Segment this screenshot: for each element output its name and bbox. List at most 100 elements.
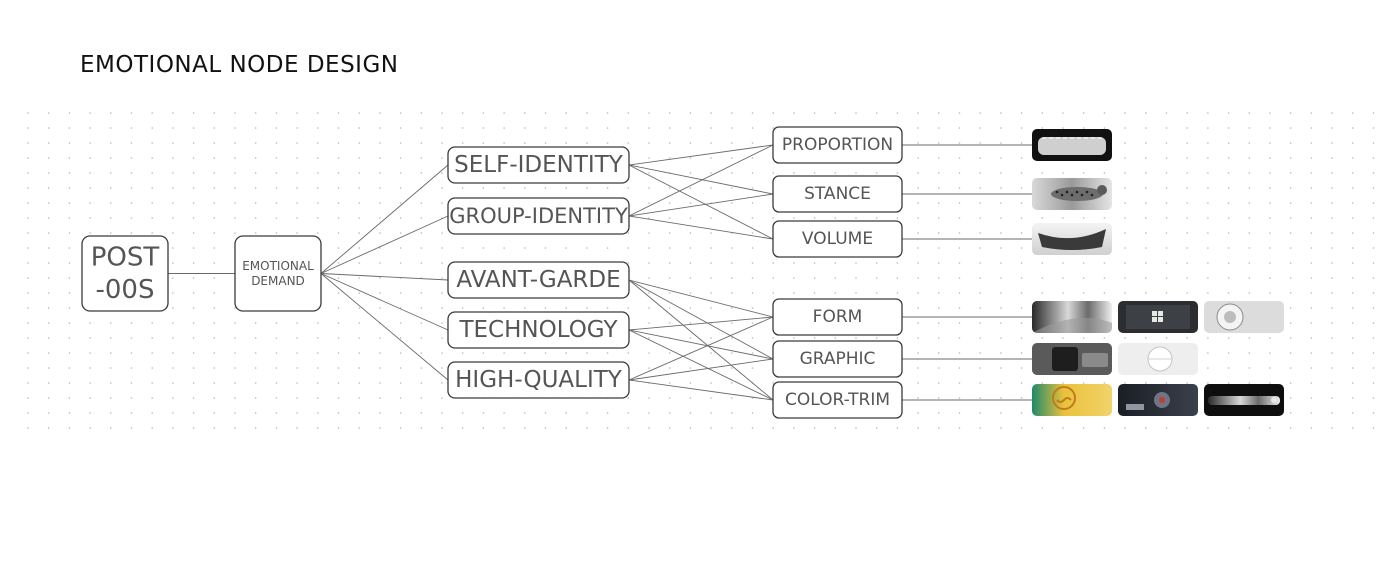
- grid-dot: [1041, 262, 1044, 264]
- grid-dot: [1186, 112, 1188, 114]
- grid-dot: [751, 232, 754, 234]
- grid-dot: [793, 172, 795, 174]
- grid-dot: [296, 142, 298, 144]
- grid-dot: [710, 247, 712, 249]
- reference-thumbnails: [1032, 129, 1284, 416]
- grid-dot: [544, 352, 547, 354]
- grid-dot: [379, 397, 381, 399]
- grid-dot: [710, 217, 712, 219]
- grid-dot: [213, 337, 216, 339]
- grid-dot: [358, 142, 361, 144]
- grid-dot: [68, 397, 71, 399]
- grid-dot: [1124, 217, 1126, 219]
- grid-dot: [89, 397, 91, 399]
- grid-dot: [213, 187, 216, 189]
- grid-dot: [1310, 427, 1313, 429]
- grid-dot: [544, 247, 547, 249]
- node-box: [772, 126, 903, 164]
- grid-dot: [710, 157, 712, 159]
- grid-dot: [938, 157, 940, 159]
- grid-dot: [1186, 277, 1188, 279]
- grid-dot: [793, 262, 795, 264]
- grid-dot: [1248, 277, 1251, 279]
- grid-dot: [358, 232, 361, 234]
- grid-dot: [399, 112, 402, 114]
- grid-dot: [648, 247, 650, 249]
- grid-dot: [1310, 292, 1313, 294]
- grid-dot: [89, 172, 91, 174]
- node-box: [447, 197, 630, 235]
- grid-dot: [606, 112, 609, 114]
- grid-dot: [254, 382, 257, 384]
- grid-dot: [565, 127, 567, 129]
- grid-dot: [27, 157, 29, 159]
- grid-dot: [317, 217, 319, 219]
- grid-dot: [68, 382, 71, 384]
- grid-dot: [1165, 292, 1168, 294]
- grid-dot: [379, 412, 381, 414]
- grid-dot: [751, 352, 754, 354]
- grid-dot: [296, 157, 298, 159]
- grid-dot: [627, 262, 630, 264]
- grid-dot: [1331, 322, 1333, 324]
- grid-dot: [1289, 307, 1292, 309]
- grid-dot: [1041, 127, 1044, 129]
- grid-dot: [689, 157, 692, 159]
- grid-dot: [1020, 202, 1023, 204]
- grid-dot: [172, 322, 174, 324]
- grid-dot: [192, 187, 195, 189]
- grid-dot: [731, 322, 733, 324]
- grid-dot: [275, 322, 278, 324]
- grid-dot: [979, 172, 981, 174]
- grid-dot: [399, 337, 402, 339]
- node-box: [447, 146, 630, 184]
- grid-dot: [731, 292, 733, 294]
- grid-dot: [1145, 202, 1147, 204]
- grid-dot: [1289, 277, 1292, 279]
- grid-dot: [1269, 292, 1271, 294]
- grid-dot: [68, 367, 71, 369]
- grid-dot: [544, 412, 547, 414]
- grid-dot: [958, 292, 961, 294]
- grid-dot: [1020, 427, 1023, 429]
- grid-dot: [1082, 262, 1085, 264]
- grid-dot: [503, 112, 505, 114]
- grid-dot: [813, 172, 816, 174]
- grid-dot: [482, 247, 485, 249]
- grid-dot: [441, 262, 443, 264]
- node-volume: VOLUME: [772, 220, 903, 258]
- grid-dot: [710, 427, 712, 429]
- grid-dot: [668, 112, 671, 114]
- grid-dot: [47, 172, 50, 174]
- grid-dot: [110, 127, 112, 129]
- grid-dot: [68, 217, 71, 219]
- grid-dot: [151, 382, 153, 384]
- grid-dot: [1020, 142, 1023, 144]
- grid-dot: [27, 127, 29, 129]
- link-avant_garde-to-form: [628, 279, 774, 318]
- link-demand-to-technology: [320, 273, 449, 331]
- grid-dot: [379, 262, 381, 264]
- grid-dot: [689, 292, 692, 294]
- grid-dot: [399, 232, 402, 234]
- grid-dot: [1000, 217, 1002, 219]
- node-box: [81, 235, 169, 312]
- grid-dot: [834, 112, 837, 114]
- grid-dot: [979, 412, 981, 414]
- grid-dot: [275, 217, 278, 219]
- grid-dot: [441, 172, 443, 174]
- grid-dot: [296, 187, 298, 189]
- grid-dot: [731, 262, 733, 264]
- grid-dot: [958, 307, 961, 309]
- grid-dot: [1207, 157, 1209, 159]
- grid-dot: [1331, 172, 1333, 174]
- grid-dot: [668, 367, 671, 369]
- node-box: [772, 298, 903, 336]
- grid-dot: [648, 307, 650, 309]
- grid-dot: [27, 427, 29, 429]
- grid-dot: [503, 187, 505, 189]
- grid-dot: [1331, 277, 1333, 279]
- grid-dot: [1289, 337, 1292, 339]
- grid-dot: [213, 277, 216, 279]
- grid-dot: [917, 202, 919, 204]
